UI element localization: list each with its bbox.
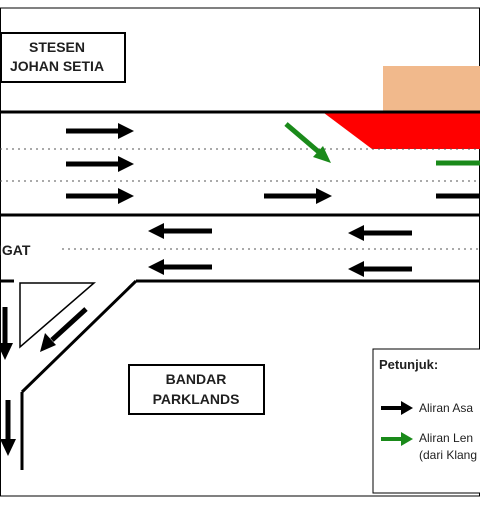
green-arrows xyxy=(284,122,480,166)
station-label-line2: JOHAN SETIA xyxy=(10,58,104,74)
arrow-east-lane1 xyxy=(66,123,134,139)
arrow-west-1 xyxy=(148,223,212,239)
arrow-east-lane3 xyxy=(66,188,134,204)
arrow-slip-diagonal xyxy=(40,307,88,352)
arrow-green-merge xyxy=(284,122,331,163)
legend-item-black: Aliran Asa xyxy=(419,401,473,415)
eastbound-arrows xyxy=(66,123,480,204)
arrow-south-1 xyxy=(0,307,13,360)
arrow-south-2 xyxy=(0,400,16,456)
red-zone xyxy=(324,113,480,149)
arrow-west-3 xyxy=(148,259,212,275)
station-label-line1: STESEN xyxy=(29,39,85,55)
westbound-arrows xyxy=(148,223,412,277)
station-building xyxy=(383,66,480,111)
arrow-east-lane3b xyxy=(264,188,332,204)
road-label: IGAT xyxy=(0,242,31,258)
arrow-east-lane2 xyxy=(66,156,134,172)
area-label-line2: PARKLANDS xyxy=(153,391,240,407)
arrow-west-2 xyxy=(348,225,412,241)
legend-title: Petunjuk: xyxy=(379,357,438,372)
legend-item-green-line2: (dari Klang xyxy=(419,448,477,462)
station-label-box xyxy=(0,32,126,83)
legend-box xyxy=(372,348,480,494)
legend-item-green-line1: Aliran Len xyxy=(419,431,473,445)
legend-green-arrow-icon xyxy=(381,432,413,446)
legend-black-arrow-icon xyxy=(381,401,413,415)
area-label-line1: BANDAR xyxy=(166,371,227,387)
area-label-box xyxy=(128,364,265,415)
arrow-west-4 xyxy=(348,261,412,277)
traffic-island xyxy=(19,282,97,349)
slip-arrows xyxy=(0,307,88,456)
slip-road-edge xyxy=(20,279,138,394)
